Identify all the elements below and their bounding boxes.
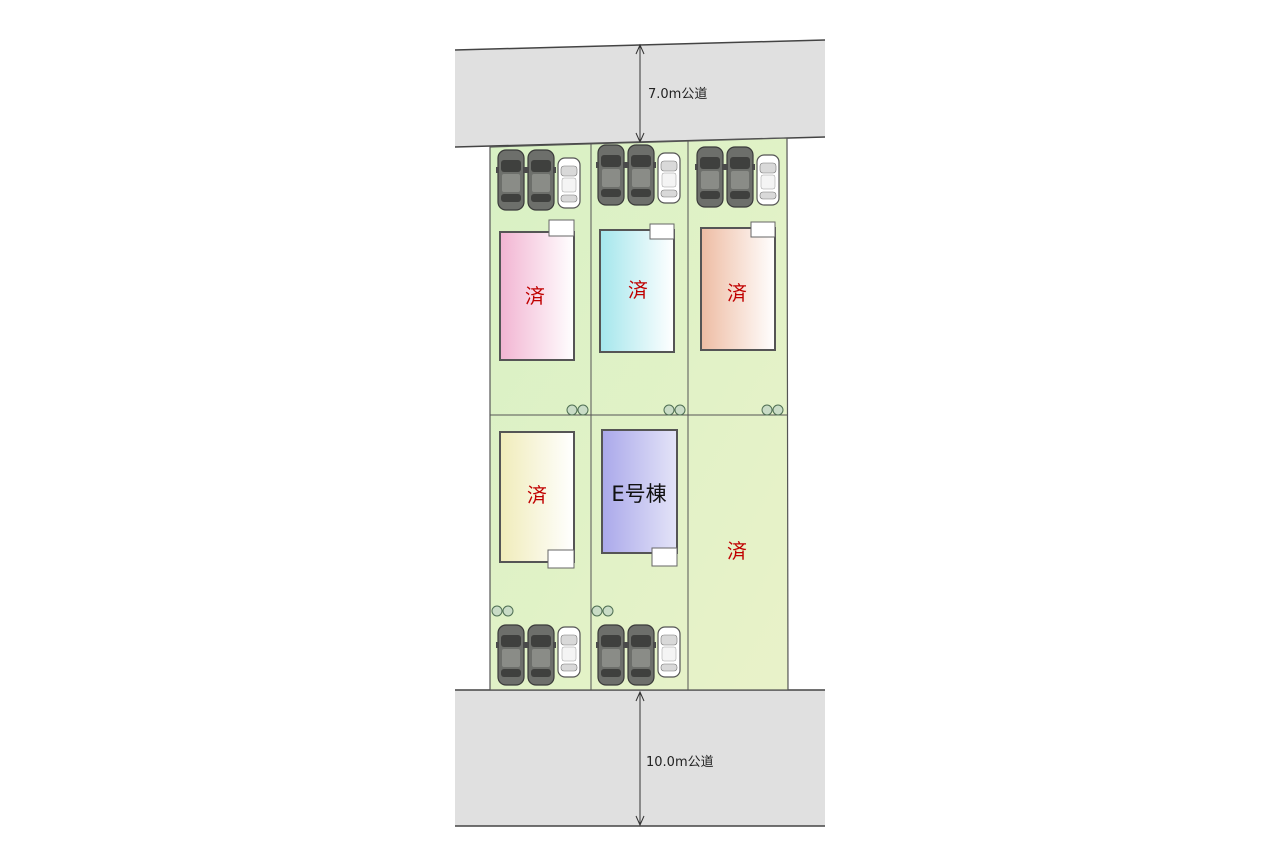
- lot-f-label: 済: [727, 539, 747, 563]
- south-road-label: 10.0m公道: [646, 755, 714, 770]
- lot-f[interactable]: 済: [727, 539, 747, 563]
- lot-b-label: 済: [628, 278, 648, 302]
- entrance-c: [750, 221, 776, 238]
- lot-a-label: 済: [525, 284, 545, 308]
- arrow-head-icon: [635, 690, 645, 702]
- house-b: [599, 229, 675, 353]
- house-d: [499, 431, 575, 563]
- lot-a[interactable]: 済: [495, 149, 589, 416]
- arrow-head-icon: [635, 43, 645, 55]
- lot-d[interactable]: 済: [491, 431, 581, 686]
- entrance-a: [548, 219, 575, 237]
- house-c: [700, 227, 776, 351]
- house-a: [499, 231, 575, 361]
- north-road-label: 7.0m公道: [648, 87, 707, 102]
- arrow-head-icon: [635, 815, 645, 827]
- entrance-e: [651, 547, 678, 567]
- entrance-d: [547, 549, 575, 569]
- house-e: [601, 429, 678, 554]
- lot-e[interactable]: E号棟: [591, 429, 681, 686]
- lot-b[interactable]: 済: [595, 144, 686, 416]
- lot-c[interactable]: 済: [694, 146, 784, 416]
- lot-e-label: E号棟: [611, 482, 666, 506]
- lot-d-label: 済: [527, 483, 547, 507]
- entrance-b: [649, 223, 675, 240]
- site-boundary: [489, 137, 789, 691]
- lot-c-label: 済: [727, 281, 747, 305]
